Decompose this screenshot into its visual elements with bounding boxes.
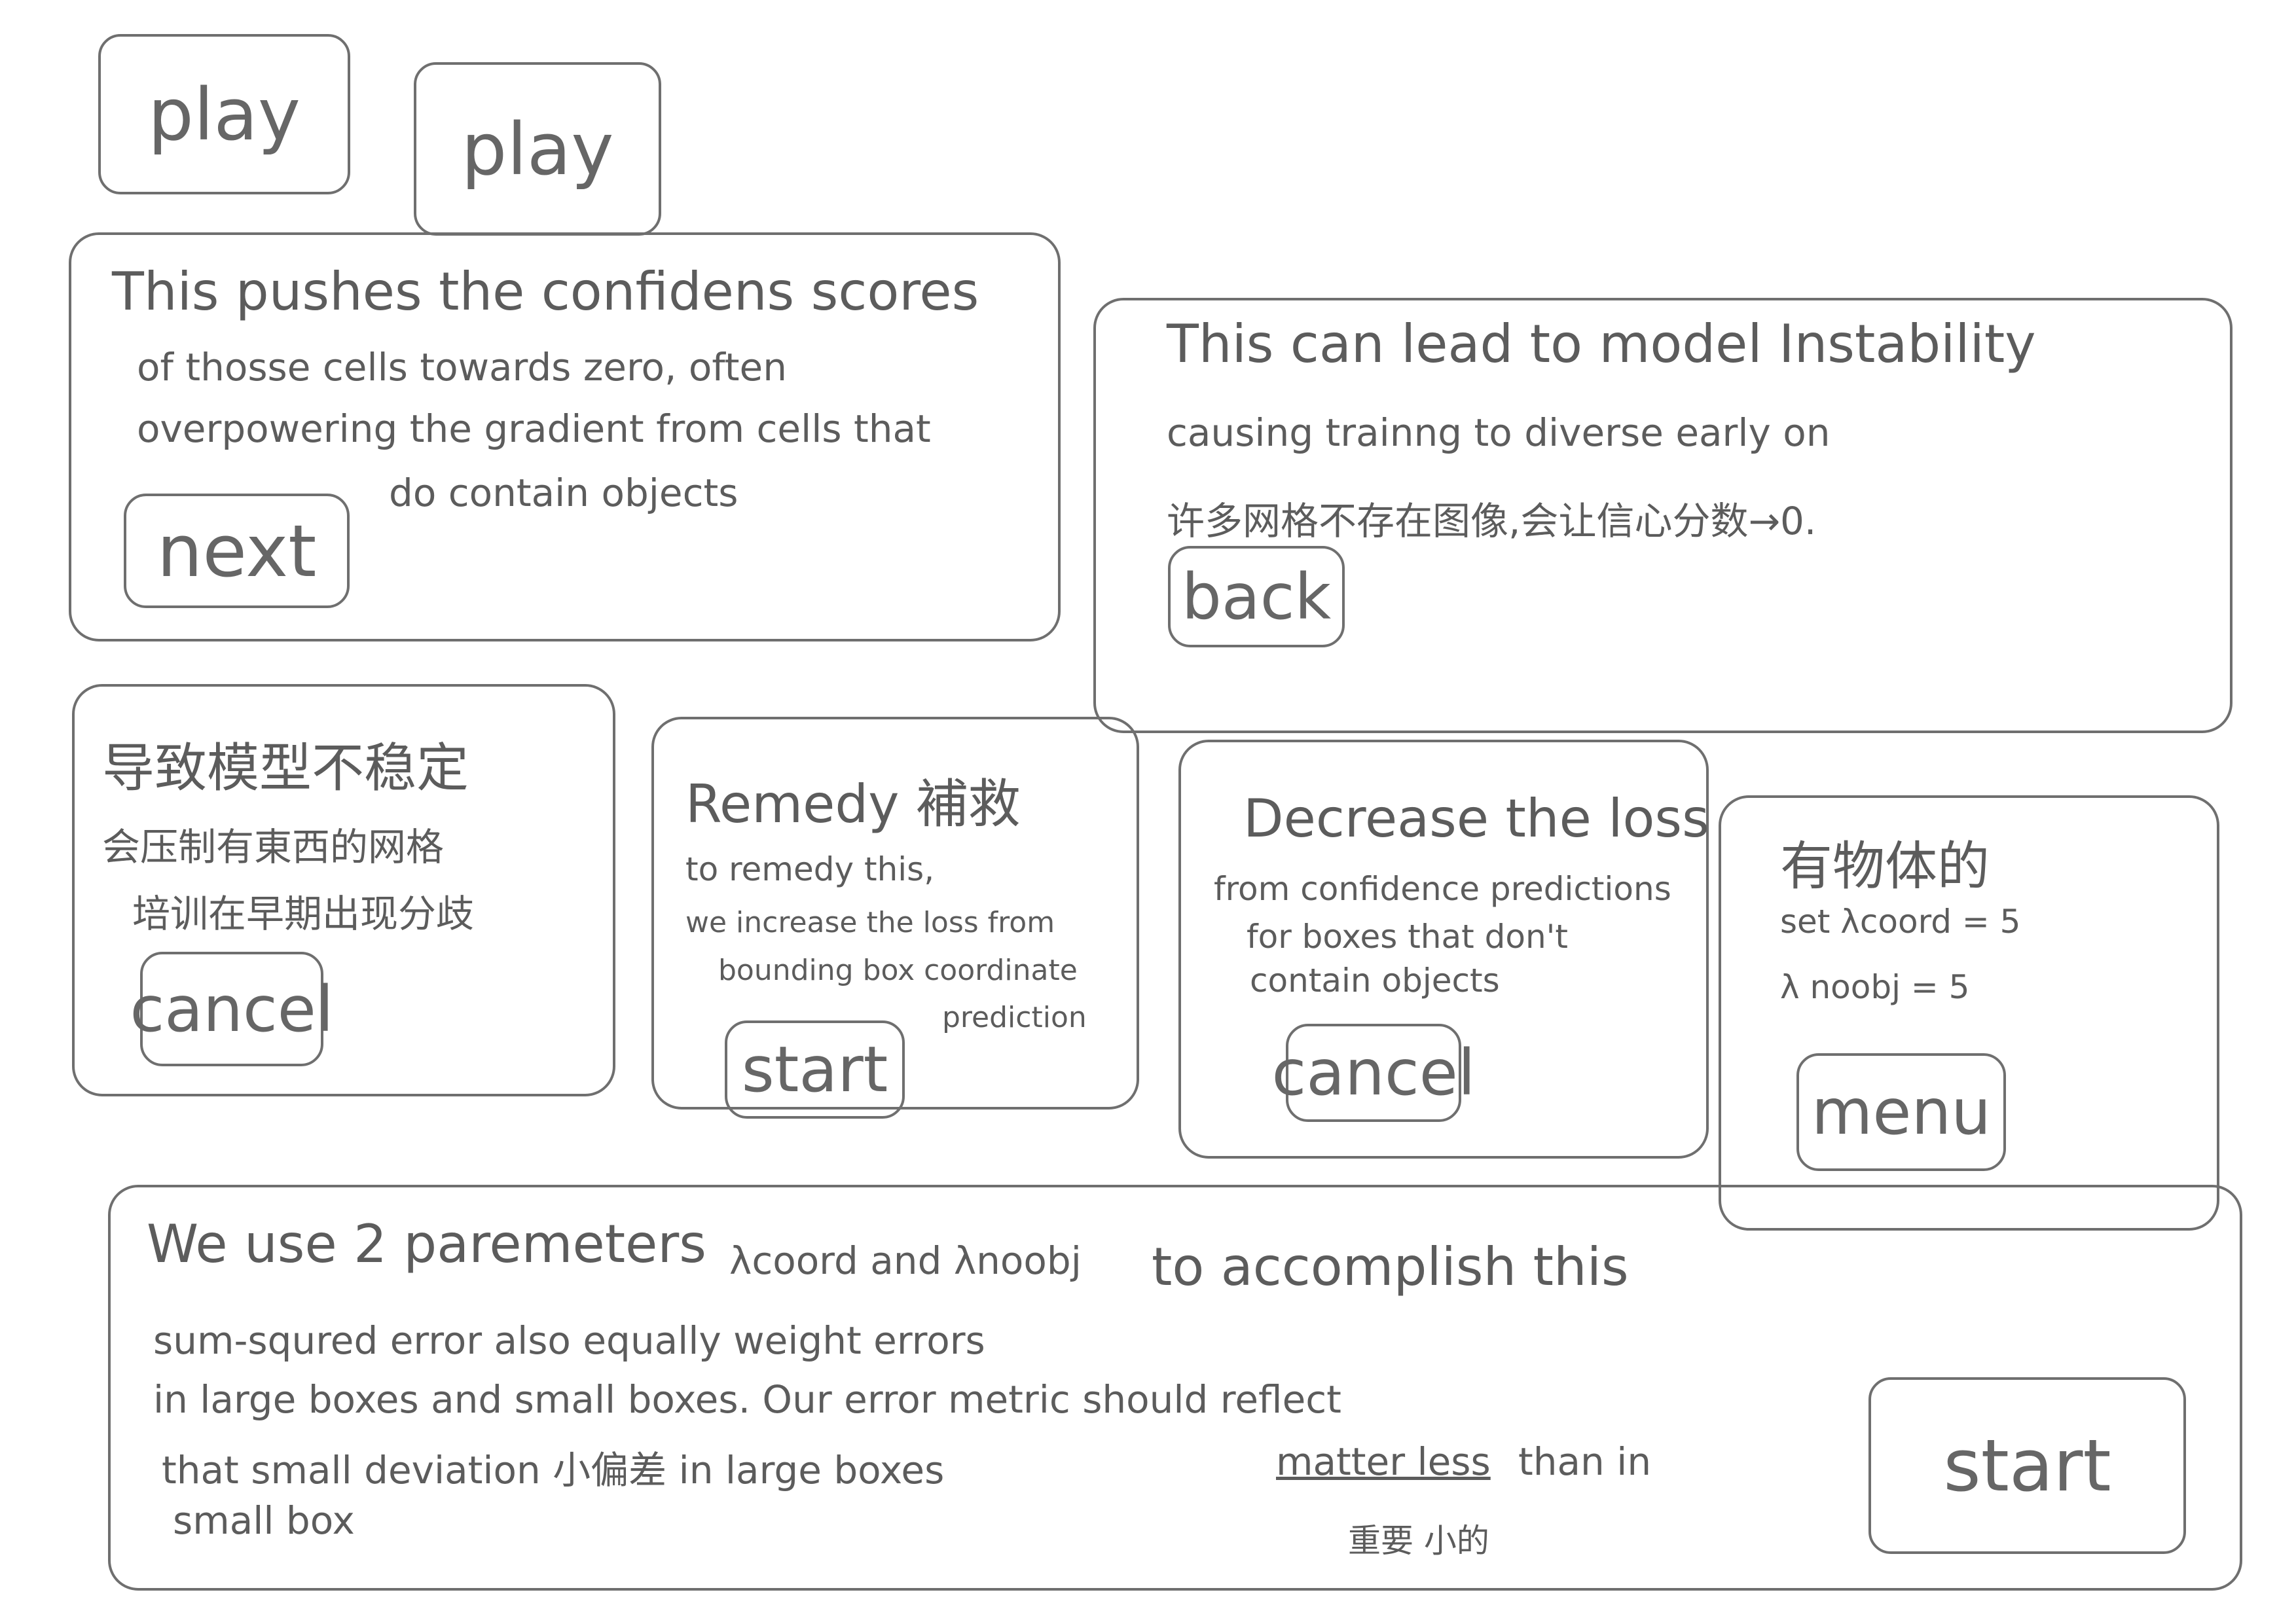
panel-params-line3a: that small deviation 小偏差 in large boxes <box>162 1448 945 1492</box>
panel-confidence: This pushes the confidens scores of thos… <box>69 232 1061 641</box>
play-button-1[interactable]: play <box>98 34 350 194</box>
panel-params-heading-a: We use 2 paremeters <box>147 1214 706 1274</box>
panel-remedy-line1: to remedy this, <box>685 850 935 888</box>
panel-params: We use 2 paremeters λcoord and λnoobj to… <box>108 1185 2242 1591</box>
panel-decrease: Decrease the loss from confidence predic… <box>1178 740 1709 1159</box>
panel-instability-line2: 许多网格不存在图像,会让信心分数→0. <box>1167 499 1817 543</box>
panel-instability-line1: causing trainng to diverse early on <box>1167 410 1831 455</box>
panel-confidence-heading: This pushes the confidens scores <box>112 261 979 322</box>
panel-remedy-line2: we increase the loss from <box>685 906 1055 939</box>
panel-objects: 有物体的 set λcoord = 5 λ noobj = 5 menu <box>1719 795 2219 1231</box>
panel-instability: This can lead to model Instability causi… <box>1093 298 2232 733</box>
panel-params-note: 重要 小的 <box>1348 1522 1489 1560</box>
play-button-2[interactable]: play <box>414 62 661 236</box>
panel-remedy-line3: bounding box coordinate <box>718 954 1078 987</box>
panel-params-line3b: matter less <box>1276 1439 1491 1484</box>
panel-objects-heading: 有物体的 <box>1780 836 1990 897</box>
panel-params-line2: in large boxes and small boxes. Our erro… <box>153 1377 1341 1422</box>
panel-remedy: Remedy 補救 to remedy this, we increase th… <box>651 717 1139 1119</box>
panel-objects-line1: set λcoord = 5 <box>1780 903 2021 941</box>
panel-confidence-line1: of thosse cells towards zero, often <box>137 345 787 389</box>
menu-button[interactable]: menu <box>1796 1053 2006 1171</box>
next-button[interactable]: next <box>124 494 350 608</box>
panel-instability-heading: This can lead to model Instability <box>1167 314 2036 374</box>
panel-params-heading-c: to accomplish this <box>1152 1236 1629 1297</box>
panel-remedy-heading: Remedy 補救 <box>685 774 1021 835</box>
panel-remedy-line4: prediction <box>942 1001 1087 1034</box>
panel-decrease-line3: contain objects <box>1250 962 1500 1000</box>
start-button-2[interactable]: start <box>1868 1377 2186 1554</box>
panel-params-heading-b: λcoord and λnoobj <box>729 1238 1082 1283</box>
panel-cn: 导致模型不稳定 会压制有東西的网格 培训在早期出现分歧 cancel <box>72 684 615 1096</box>
panel-decrease-heading: Decrease the loss <box>1243 788 1709 849</box>
start-button-1[interactable]: start <box>725 1020 905 1119</box>
panel-params-line3c: than in <box>1518 1439 1652 1484</box>
cancel-button-2[interactable]: cancel <box>1272 1024 1475 1122</box>
back-button[interactable]: back <box>1168 546 1345 647</box>
panel-params-line4: small box <box>173 1498 355 1543</box>
panel-confidence-line3: do contain objects <box>389 471 738 515</box>
panel-params-line1: sum-squred error also equally weight err… <box>153 1318 985 1363</box>
panel-cn-line1: 会压制有東西的网格 <box>102 825 445 869</box>
panel-decrease-line1: from confidence predictions <box>1214 870 1671 908</box>
panel-objects-line2: λ noobj = 5 <box>1780 968 1970 1006</box>
panel-cn-heading: 导致模型不稳定 <box>102 738 469 799</box>
panel-cn-line2: 培训在早期出现分歧 <box>132 892 475 936</box>
cancel-button-1[interactable]: cancel <box>130 952 333 1066</box>
panel-confidence-line2: overpowering the gradient from cells tha… <box>137 406 931 451</box>
panel-decrease-line2: for boxes that don't <box>1247 918 1568 956</box>
